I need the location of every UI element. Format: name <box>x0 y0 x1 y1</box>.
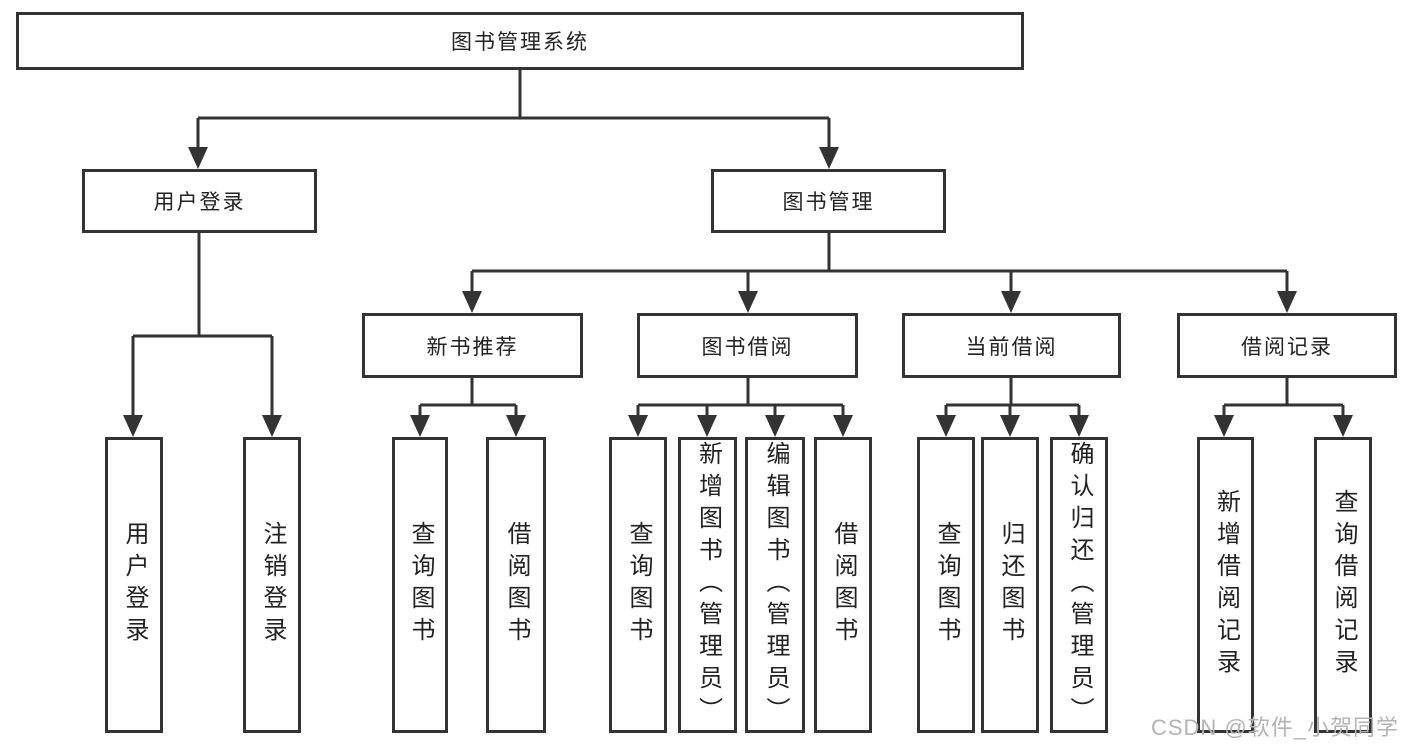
leaf-borrow-books-1-label: 借阅图书 <box>503 521 530 649</box>
node-current-borrow: 当前借阅 <box>902 313 1121 378</box>
node-user-login-label: 用户登录 <box>153 191 246 214</box>
leaf-add-books-admin: 新增图书（管理员） <box>678 437 737 733</box>
node-book-management-label: 图书管理 <box>782 191 875 214</box>
node-current-borrow-label: 当前借阅 <box>965 335 1058 359</box>
node-borrow-record-label: 借阅记录 <box>1241 335 1333 359</box>
leaf-query-borrow-record-label: 查询借阅记录 <box>1330 489 1357 681</box>
node-new-book-recommend-label: 新书推荐 <box>426 335 519 359</box>
leaf-confirm-return-admin: 确认归还（管理员） <box>1050 437 1108 733</box>
leaf-edit-books-admin-label: 编辑图书（管理员） <box>762 441 789 729</box>
node-book-borrow: 图书借阅 <box>637 313 858 378</box>
connector-new-book-branch <box>410 378 526 437</box>
leaf-confirm-return-admin-label: 确认归还（管理员） <box>1066 441 1093 729</box>
leaf-logout: 注销登录 <box>243 437 301 733</box>
leaf-add-borrow-record-label: 新增借阅记录 <box>1212 489 1240 681</box>
leaf-return-books-label: 归还图书 <box>997 521 1024 649</box>
node-book-management: 图书管理 <box>711 169 946 233</box>
connector-borrow-record-branch <box>1214 378 1353 437</box>
leaf-add-borrow-record: 新增借阅记录 <box>1197 437 1254 733</box>
leaf-return-books: 归还图书 <box>981 437 1039 733</box>
leaf-query-borrow-record: 查询借阅记录 <box>1314 437 1372 733</box>
leaf-query-books-3-label: 查询图书 <box>933 521 960 649</box>
leaf-add-books-admin-label: 新增图书（管理员） <box>694 441 722 729</box>
leaf-user-login: 用户登录 <box>105 437 163 733</box>
connector-root-to-level2 <box>188 70 839 169</box>
node-new-book-recommend: 新书推荐 <box>362 313 583 378</box>
node-borrow-record: 借阅记录 <box>1177 313 1397 378</box>
node-user-login: 用户登录 <box>82 169 317 233</box>
leaf-query-books-1-label: 查询图书 <box>407 521 434 649</box>
connector-current-borrow-branch <box>936 378 1089 437</box>
node-root-label: 图书管理系统 <box>451 31 589 54</box>
leaf-query-books-2-label: 查询图书 <box>625 521 652 649</box>
leaf-borrow-books-2-label: 借阅图书 <box>830 521 857 649</box>
leaf-query-books-2: 查询图书 <box>609 437 667 733</box>
leaf-borrow-books-2: 借阅图书 <box>814 437 872 733</box>
connector-user-login-branch <box>123 233 282 437</box>
leaf-logout-label: 注销登录 <box>259 521 286 649</box>
connector-book-borrow-branch <box>628 378 853 437</box>
leaf-edit-books-admin: 编辑图书（管理员） <box>745 437 805 733</box>
node-book-borrow-label: 图书借阅 <box>701 335 794 359</box>
leaf-user-login-label: 用户登录 <box>121 521 148 649</box>
leaf-borrow-books-1: 借阅图书 <box>486 437 546 733</box>
leaf-query-books-3: 查询图书 <box>917 437 975 733</box>
node-root: 图书管理系统 <box>16 12 1024 70</box>
connector-book-management-branch <box>462 233 1297 313</box>
leaf-query-books-1: 查询图书 <box>392 437 448 733</box>
